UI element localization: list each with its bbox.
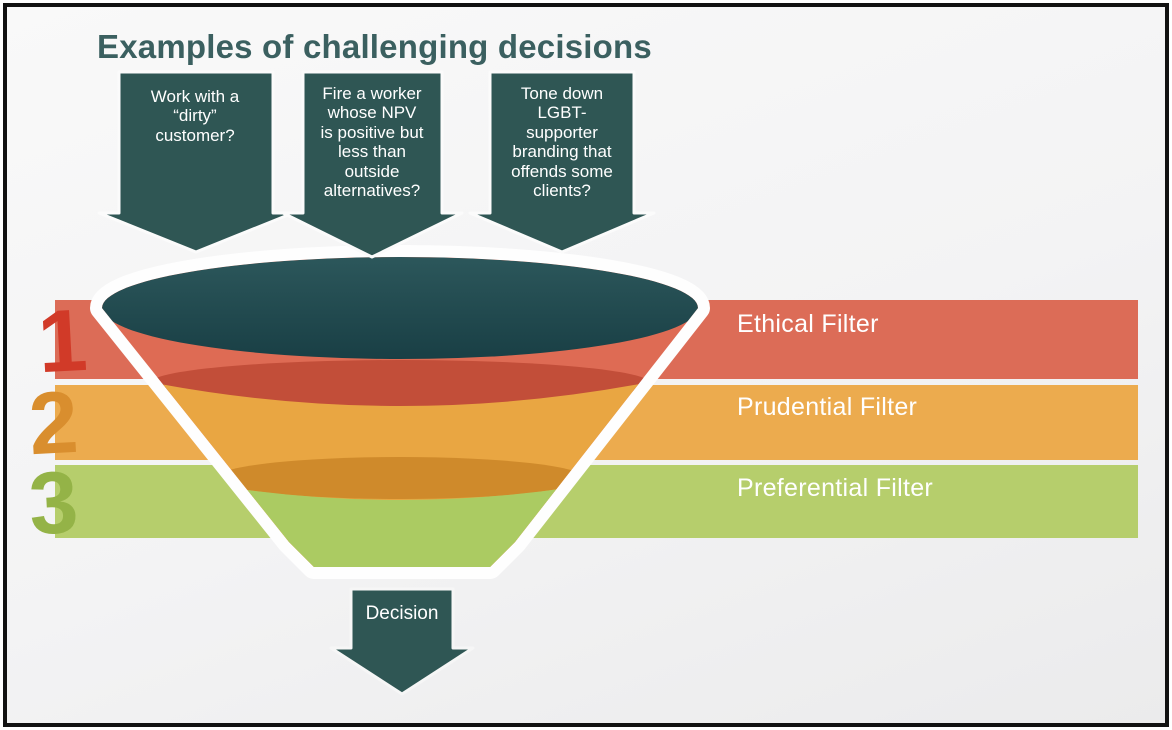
ethical-filter-label: Ethical Filter	[737, 310, 879, 338]
challenge-arrow-1-label: Work with a “dirty” customer?	[150, 87, 240, 145]
preferential-filter-label: Preferential Filter	[737, 474, 934, 502]
funnel-orange-shade	[215, 457, 585, 499]
challenge-arrow-3	[468, 70, 656, 254]
filter-number-3: 3	[26, 451, 81, 554]
funnel-red-shade	[150, 360, 650, 406]
funnel-opening-ellipse	[102, 257, 698, 359]
prudential-filter-label: Prudential Filter	[737, 393, 918, 421]
decision-arrow-label: Decision	[365, 603, 439, 624]
challenge-arrow-2-label: Fire a worker whose NPV is positive but …	[320, 84, 424, 200]
challenge-arrow-1	[97, 70, 295, 254]
preferential-filter-band	[55, 465, 1138, 538]
challenge-arrow-2	[281, 70, 464, 259]
challenge-arrows	[97, 70, 656, 259]
challenge-arrow-3-label: Tone down LGBT- supporter branding that …	[511, 84, 613, 200]
decision-arrow	[329, 587, 475, 696]
page-title: Examples of challenging decisions	[97, 28, 652, 65]
